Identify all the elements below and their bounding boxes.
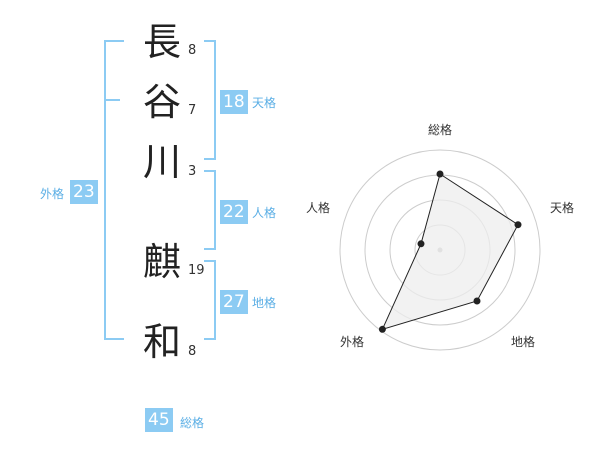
- gaikaku-bracket: [104, 40, 124, 340]
- radar-grid-ring-4: [339, 149, 541, 351]
- gaikaku-bracket-tick: [104, 99, 120, 101]
- radar-axis-label-tenkaku: 天格: [550, 201, 575, 215]
- stroke-count-5: 8: [188, 344, 197, 359]
- jinkaku-bracket: [204, 170, 216, 250]
- gaikaku-badge: 23: [70, 180, 98, 204]
- radar-series-polygon: [381, 173, 519, 331]
- tenkaku-badge: 18: [220, 90, 248, 114]
- gaikaku-label: 外格: [40, 187, 65, 201]
- tenkaku-bracket: [204, 40, 216, 160]
- name-char-1: 長: [142, 20, 181, 64]
- chikaku-badge: 27: [220, 290, 248, 314]
- radar-point-4: [378, 325, 386, 333]
- stroke-count-1: 8: [188, 43, 197, 58]
- radar-axis-label-jinkaku: 人格: [306, 201, 331, 215]
- radar-point-1: [436, 170, 444, 178]
- soukaku-label: 総格: [180, 416, 205, 430]
- stroke-count-3: 3: [188, 164, 197, 179]
- radar-point-3: [473, 297, 481, 305]
- radar-point-2: [514, 221, 522, 229]
- name-char-3: 川: [142, 140, 181, 184]
- name-char-2: 谷: [142, 80, 181, 124]
- name-char-5: 和: [142, 320, 181, 364]
- radar-axis-label-chikaku: 地格: [511, 335, 536, 349]
- chikaku-bracket: [204, 260, 216, 340]
- jinkaku-label: 人格: [252, 206, 277, 220]
- radar-axis-label-soukaku: 総格: [428, 123, 453, 137]
- stroke-count-2: 7: [188, 103, 197, 118]
- chikaku-label: 地格: [252, 296, 277, 310]
- tenkaku-label: 天格: [252, 96, 277, 110]
- radar-axis-label-gaikaku: 外格: [340, 335, 365, 349]
- soukaku-badge: 45: [145, 408, 173, 432]
- jinkaku-badge: 22: [220, 200, 248, 224]
- name-char-4: 麒: [142, 240, 181, 284]
- radar-point-5: [417, 240, 425, 248]
- stroke-count-4: 19: [188, 263, 205, 278]
